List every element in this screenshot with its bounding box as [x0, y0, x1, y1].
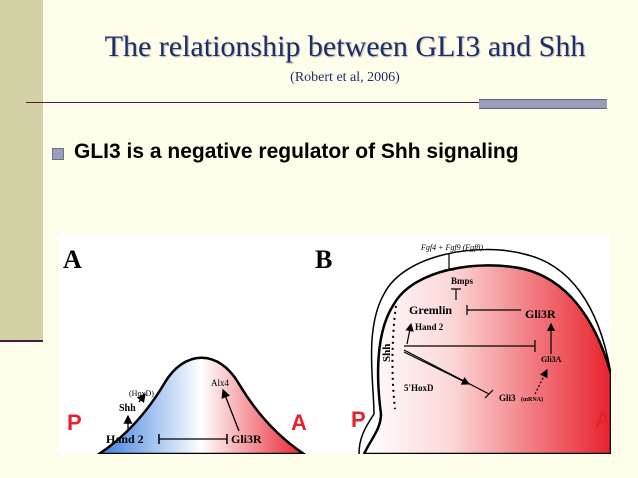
title-rule-accent	[479, 99, 607, 109]
sidebar-accent	[0, 0, 43, 340]
slide-title: The relationship between GLI3 and Shh	[104, 30, 586, 63]
sidebar-divider	[0, 340, 43, 342]
panel-b-limb-bud	[362, 264, 613, 456]
panel-b-shh-gli3-bar	[484, 389, 494, 399]
panel-a-shh-label: Shh	[119, 403, 136, 414]
panel-b-gremlin-label: Gremlin	[409, 303, 452, 317]
panel-b-shh-label: Shh	[381, 344, 393, 362]
panel-a-letter: A	[63, 245, 82, 274]
panel-b-posterior-label: P	[351, 407, 366, 432]
panel-b-mrna-label: (mRNA)	[521, 396, 543, 403]
bullet-text: GLI3 is a negative regulator of Shh sign…	[74, 140, 519, 163]
panel-a-anterior-label: A	[291, 410, 307, 435]
panel-b-fgf-label: Fgf4 + Fgf9 (Fgf8)	[420, 243, 483, 252]
panel-b-letter: B	[315, 245, 332, 274]
panel-b-shh-to-hand2-arrow	[405, 322, 414, 345]
panel-b-5hoxd-label: 5'HoxD	[404, 383, 434, 393]
panel-b-hand2-label: Hand 2	[415, 322, 444, 332]
panel-a-shh-to-hoxd-arrow	[136, 392, 146, 403]
panel-b-gli3-to-gli3a-arrow	[534, 368, 548, 395]
bullet-square-icon	[52, 148, 64, 160]
figure-panel: A (HoxD) Shh Alx4 Hand 2 Gli3R P A B Fgf…	[59, 234, 613, 456]
panel-a-posterior-label: P	[67, 410, 82, 435]
panel-a-limb-bud	[94, 356, 309, 456]
panel-b-anterior-label: A	[595, 407, 611, 432]
panel-b-gli3-label: Gli3	[499, 393, 516, 403]
panel-a-hand2-label: Hand 2	[106, 432, 144, 446]
slide-subtitle: (Robert et al, 2006)	[290, 70, 400, 85]
panel-a-hoxd-label: (HoxD)	[129, 389, 154, 398]
panel-a-gli3r-label: Gli3R	[231, 432, 262, 446]
panel-a-alx4-label: Alx4	[211, 378, 230, 388]
panel-b-gli3a-label: Gli3A	[541, 355, 562, 364]
panel-a-gli3r-to-alx4-arrow	[221, 388, 240, 432]
panel-b-zpa-dots	[391, 305, 397, 410]
panel-b-gli3r-label: Gli3R	[525, 307, 556, 321]
panel-b-outer-ectoderm	[358, 248, 612, 455]
panel-b-shh-gli3-line	[403, 349, 490, 395]
panel-b-bmps-label: Bmps	[451, 276, 474, 286]
figure-svg: A (HoxD) Shh Alx4 Hand 2 Gli3R P A B Fgf…	[63, 243, 613, 456]
title-rule	[26, 102, 482, 103]
